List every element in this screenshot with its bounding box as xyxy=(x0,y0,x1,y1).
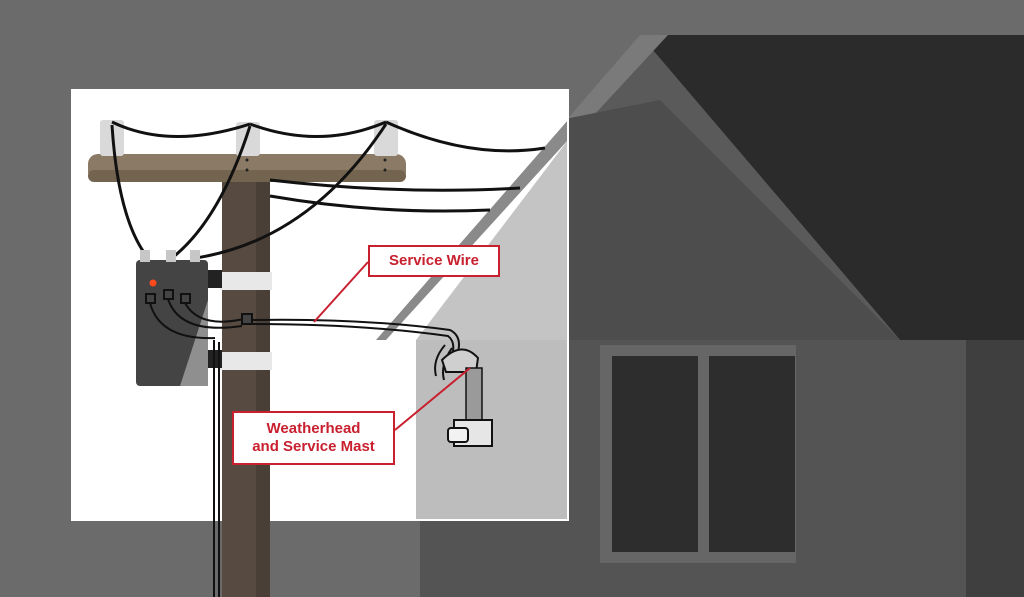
power-lines xyxy=(110,120,546,260)
bolt xyxy=(383,158,387,162)
window-pane-left xyxy=(612,356,698,552)
transformer-feed-wire xyxy=(171,125,252,260)
bolt xyxy=(245,168,249,172)
house-wall-side xyxy=(966,340,1024,597)
house-window xyxy=(600,345,796,563)
mast-pipe xyxy=(465,367,483,427)
bolt xyxy=(245,158,249,162)
weatherhead-leader xyxy=(394,367,471,431)
weatherhead-label-line2: and Service Mast xyxy=(252,438,375,455)
drip-loop xyxy=(434,344,446,377)
secondary-wire xyxy=(149,302,216,340)
transformer-bushing xyxy=(140,250,150,262)
insulator-icon xyxy=(374,120,398,156)
connector-block xyxy=(241,313,253,325)
pole-strap-lower xyxy=(220,352,272,370)
pole-shadow xyxy=(256,165,270,597)
transformer-icon xyxy=(136,260,208,386)
house-main-roof xyxy=(640,35,1024,340)
service-wire-label: Service Wire xyxy=(368,245,500,277)
window-pane-right xyxy=(709,356,795,552)
electric-meter-icon xyxy=(447,427,469,443)
house-gable-shade xyxy=(560,100,900,340)
service-wire-line xyxy=(251,318,460,353)
transformer-feed-wire xyxy=(110,124,150,259)
secondary-wire xyxy=(167,298,243,329)
transformer-bushing xyxy=(166,250,176,262)
weatherhead-label: Weatherhead and Service Mast xyxy=(232,411,395,465)
weatherhead-label-line1: Weatherhead xyxy=(266,420,361,437)
house-inset-gable xyxy=(416,140,568,340)
power-line xyxy=(111,120,251,138)
secondary-wire xyxy=(184,302,249,323)
transformer xyxy=(136,250,222,386)
bolt xyxy=(383,168,387,172)
transformer-highlight xyxy=(180,300,208,386)
highlight-panel-border xyxy=(71,89,569,521)
utility-pole xyxy=(88,154,406,597)
callout-lines xyxy=(313,261,471,431)
power-line xyxy=(249,120,387,138)
indicator-light xyxy=(149,279,157,287)
service-wire-leader xyxy=(313,261,369,323)
power-line xyxy=(269,194,491,213)
service-wire-line xyxy=(251,323,455,357)
pole-strap-upper xyxy=(220,272,272,290)
secondary-wires xyxy=(149,298,253,597)
crossarm-shadow xyxy=(88,170,406,182)
service-wire-label-text: Service Wire xyxy=(389,252,479,269)
power-line xyxy=(385,120,546,153)
house-inset-roof-edge xyxy=(376,120,568,340)
transformer-feed-wire xyxy=(195,123,388,260)
service-mast xyxy=(440,348,493,447)
transformer-bushing xyxy=(190,250,200,262)
transformer-bracket xyxy=(208,270,222,288)
power-line xyxy=(269,178,521,192)
